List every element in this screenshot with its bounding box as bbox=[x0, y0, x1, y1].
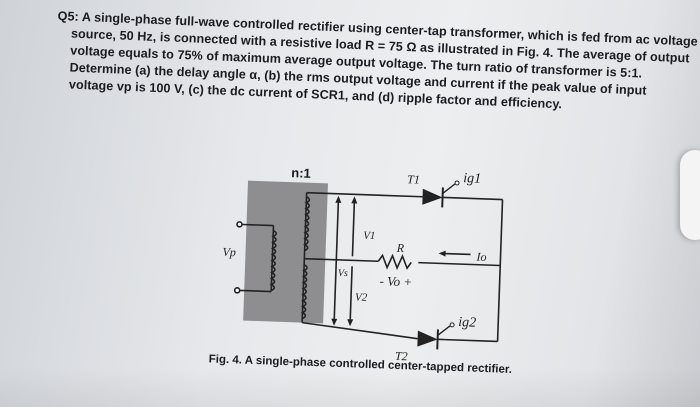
primary-winding bbox=[233, 221, 277, 294]
binder-clip-edge bbox=[680, 150, 700, 240]
arrow-heads bbox=[331, 195, 446, 327]
turns-ratio-label: n:1 bbox=[291, 165, 311, 181]
ig2-label: ig2 bbox=[458, 315, 476, 331]
vo-label: - Vo + bbox=[379, 273, 412, 289]
resistor-label: R bbox=[396, 241, 405, 255]
wires bbox=[301, 191, 504, 343]
thyristor-t1 bbox=[422, 180, 460, 208]
t2-label: T2 bbox=[395, 349, 408, 363]
vp-label: Vp bbox=[222, 245, 236, 259]
v1-label: V1 bbox=[363, 230, 376, 242]
secondary-winding bbox=[300, 192, 311, 323]
v2-label: V2 bbox=[355, 291, 368, 303]
thyristor-t2 bbox=[417, 322, 455, 350]
resistor-symbol bbox=[377, 253, 412, 270]
shadow bbox=[0, 367, 700, 407]
io-label: Io bbox=[475, 250, 486, 264]
t1-label: T1 bbox=[407, 172, 420, 186]
vs-label: Vs bbox=[338, 268, 348, 279]
transformer-core bbox=[243, 180, 328, 324]
ig1-label: ig1 bbox=[463, 171, 481, 187]
